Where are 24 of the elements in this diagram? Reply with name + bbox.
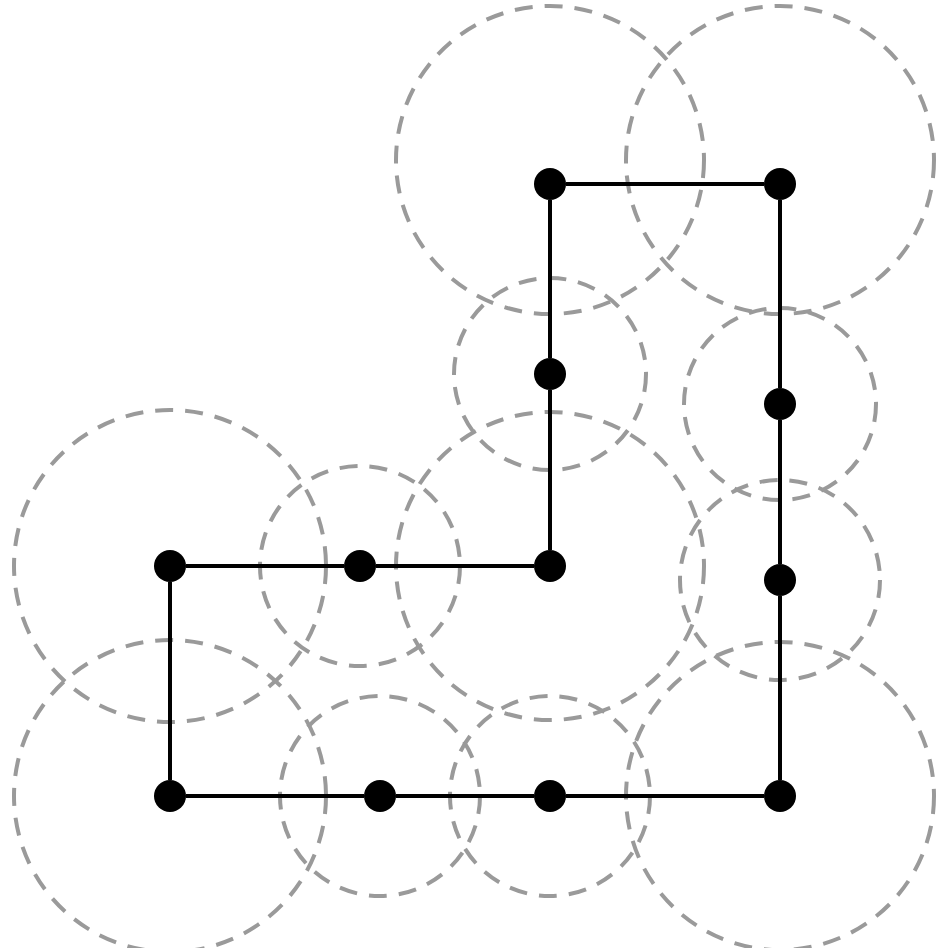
connector-line xyxy=(566,794,764,798)
point-dot xyxy=(344,550,376,582)
point-dot xyxy=(764,168,796,200)
point-dot xyxy=(534,550,566,582)
point-dot xyxy=(534,780,566,812)
connector-line xyxy=(778,596,782,780)
connector-line xyxy=(168,582,172,780)
connector-line xyxy=(548,200,552,358)
connector-line xyxy=(396,794,534,798)
point-dot xyxy=(764,780,796,812)
point-dot xyxy=(364,780,396,812)
connector-line xyxy=(376,564,534,568)
point-dot xyxy=(154,550,186,582)
connector-line xyxy=(548,390,552,550)
connector-line xyxy=(778,200,782,388)
connector-line xyxy=(186,564,344,568)
point-dot xyxy=(534,168,566,200)
point-dot xyxy=(764,388,796,420)
connector-line xyxy=(186,794,364,798)
point-dot xyxy=(764,564,796,596)
connector-line xyxy=(778,420,782,564)
point-dot xyxy=(534,358,566,390)
point-dot xyxy=(154,780,186,812)
connector-line xyxy=(566,182,764,186)
